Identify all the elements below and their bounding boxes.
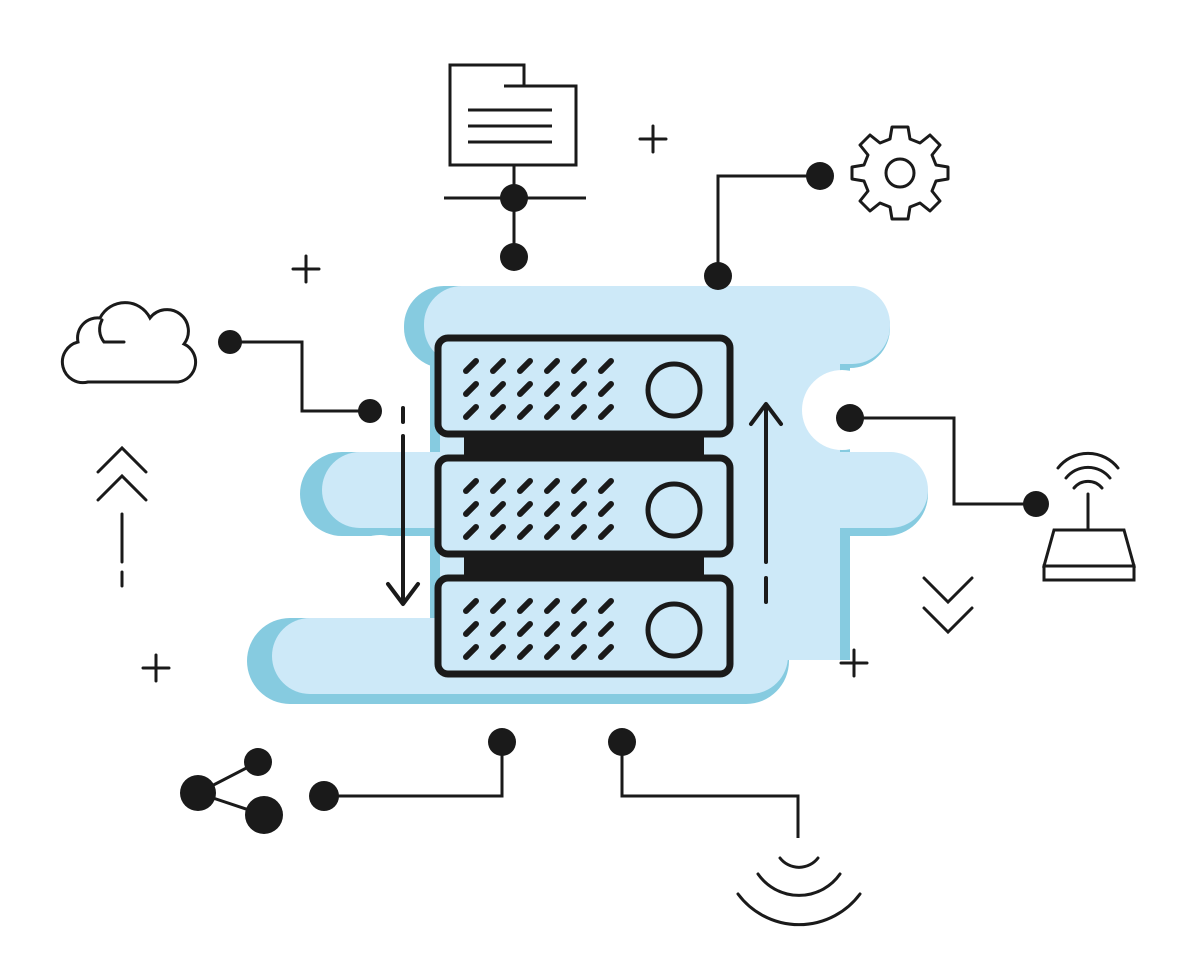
plus-icon: [141, 124, 869, 683]
vent-slot: [463, 478, 479, 494]
gear-icon: [850, 125, 950, 221]
cloud-icon: [60, 301, 198, 385]
vent-slot: [571, 598, 587, 614]
connector-lines: [230, 165, 1036, 838]
vent-slot: [598, 644, 614, 660]
vent-slot: [571, 381, 587, 397]
server-connector: [464, 554, 704, 578]
power-button-icon: [645, 361, 703, 419]
vent-slot: [463, 501, 479, 517]
vent-slot: [571, 501, 587, 517]
vent-slot: [544, 478, 560, 494]
power-button-icon: [645, 481, 703, 539]
vent-slot: [490, 644, 506, 660]
vent-slot: [463, 621, 479, 637]
vent-slot: [544, 501, 560, 517]
vent-slot: [544, 524, 560, 540]
server-connector: [464, 434, 704, 458]
vent-slot: [598, 598, 614, 614]
vent-slot: [490, 404, 506, 420]
vent-slot: [571, 524, 587, 540]
wireless-signal-icon: [736, 856, 862, 927]
vent-slot: [463, 598, 479, 614]
vent-slot: [517, 358, 533, 374]
vent-slot: [490, 524, 506, 540]
vent-slot: [598, 381, 614, 397]
vent-slot: [544, 358, 560, 374]
chevron-up-double-icon: [96, 445, 148, 588]
vent-slot: [571, 404, 587, 420]
vent-slot: [490, 621, 506, 637]
vent-slot: [517, 524, 533, 540]
vent-slot: [544, 621, 560, 637]
vent-slot: [517, 404, 533, 420]
share-icon: [180, 748, 283, 834]
vent-slot: [571, 644, 587, 660]
server-unit: [434, 454, 734, 558]
power-button-icon: [645, 601, 703, 659]
vent-slot: [571, 478, 587, 494]
vent-slot: [463, 404, 479, 420]
vent-slot: [544, 404, 560, 420]
vent-slot: [490, 478, 506, 494]
vent-slot: [490, 598, 506, 614]
vent-slot: [598, 404, 614, 420]
vent-slot: [598, 501, 614, 517]
vent-slot: [517, 501, 533, 517]
vent-slot: [490, 358, 506, 374]
document-folder-icon: [448, 63, 578, 167]
vent-slot: [598, 524, 614, 540]
server-unit: [434, 334, 734, 438]
vent-slot: [517, 598, 533, 614]
vent-slot: [544, 598, 560, 614]
vent-slot: [517, 381, 533, 397]
vent-slot: [598, 478, 614, 494]
connector-dots: [218, 162, 1049, 811]
vent-slot: [463, 381, 479, 397]
vent-slot: [544, 381, 560, 397]
vent-slot: [463, 644, 479, 660]
vent-slot: [598, 358, 614, 374]
vent-slot: [517, 644, 533, 660]
vent-slot: [544, 644, 560, 660]
server-rack-icon: [434, 334, 734, 678]
vent-slot: [463, 524, 479, 540]
cloud-blob-background: [247, 286, 928, 704]
chevron-down-double-icon: [922, 576, 974, 635]
vent-slot: [571, 358, 587, 374]
vent-slot: [517, 478, 533, 494]
vent-slot: [571, 621, 587, 637]
vent-slot: [463, 358, 479, 374]
server-unit: [434, 574, 734, 678]
vent-slot: [517, 621, 533, 637]
vent-slot: [598, 621, 614, 637]
transfer-arrows: [386, 402, 783, 606]
vent-slot: [490, 381, 506, 397]
vent-slot: [490, 501, 506, 517]
router-wifi-icon: [1042, 451, 1136, 582]
